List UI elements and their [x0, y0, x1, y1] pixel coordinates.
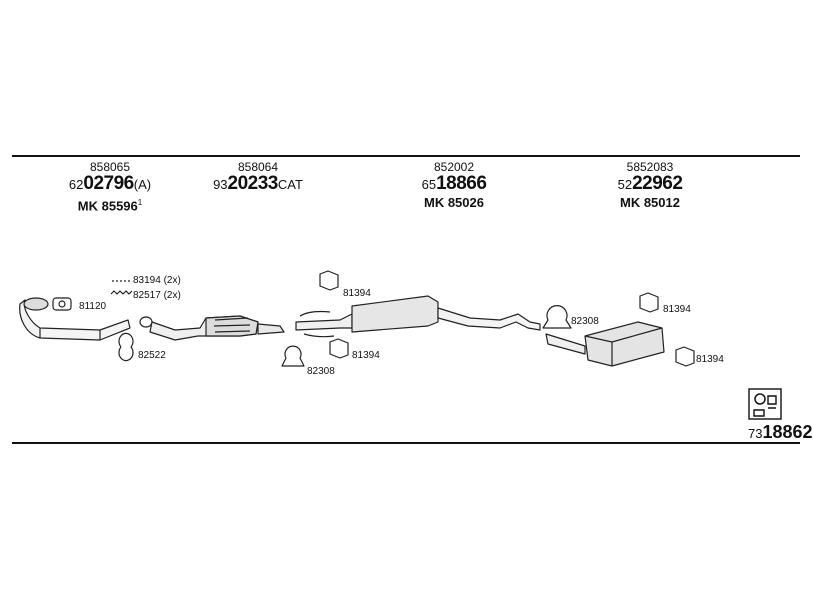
gasket-drawing	[52, 297, 72, 311]
ref-number: 858064	[237, 160, 279, 174]
part-number: 5222962	[617, 173, 683, 194]
part-label: 81394	[343, 288, 371, 299]
bolt-drawing	[110, 280, 133, 295]
mounting-kit-number: MK 85026	[424, 195, 484, 210]
mounting-kit-number: MK 855961	[77, 198, 143, 214]
rear-silencer-drawing	[545, 321, 665, 367]
part-label: 81120	[79, 301, 107, 312]
mounting-kit-number: MK 85012	[620, 195, 680, 210]
part-label: 81394	[352, 350, 380, 361]
part-label: 82522	[138, 350, 166, 361]
kit-box-icon	[748, 388, 782, 420]
rear-clamp-drawing	[542, 305, 572, 329]
ref-number: 5852083	[626, 160, 674, 174]
part-number: 6518866	[421, 173, 487, 194]
part-column-catalyst: 858064 9320233CAT	[178, 160, 338, 195]
part-label: 83194 (2x)	[133, 275, 181, 286]
part-column-middle-silencer: 852002 6518866 MK 85026	[374, 160, 534, 211]
bottom-divider	[12, 442, 800, 444]
exhaust-system-diagram: 83194 (2x) 82517 (2x) 81120 82522 81394 …	[19, 270, 724, 377]
ref-number: 858065	[89, 160, 131, 174]
part-label: 82517 (2x)	[133, 290, 181, 301]
part-number: 9320233CAT	[213, 173, 303, 194]
middle-silencer-drawing	[295, 295, 541, 338]
ring-drawing	[118, 332, 134, 362]
top-divider	[12, 155, 800, 157]
catalyst-drawing	[139, 315, 285, 341]
complete-kit-number: 7318862	[748, 422, 813, 442]
part-column-rear-silencer: 5852083 5222962 MK 85012	[570, 160, 730, 211]
part-label: 81394	[663, 304, 691, 315]
hanger-drawing	[639, 292, 659, 313]
part-label: 82308	[571, 316, 599, 327]
hanger-drawing	[675, 346, 695, 367]
part-column-front-pipe: 858065 6202796(A) MK 855961	[30, 160, 190, 214]
front-pipe-drawing	[19, 297, 131, 341]
ref-number: 852002	[433, 160, 475, 174]
part-label: 81394	[696, 354, 724, 365]
part-number: 6202796(A)	[68, 173, 152, 194]
clamp-drawing	[281, 270, 349, 367]
part-label: 82308	[307, 366, 335, 377]
